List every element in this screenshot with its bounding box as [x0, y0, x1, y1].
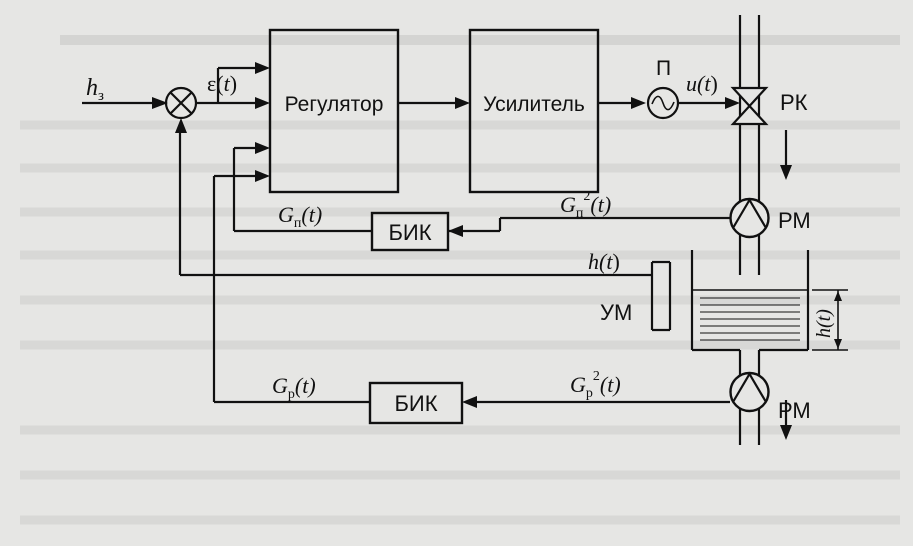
control-valve [730, 86, 769, 126]
amp-actuator-arrowhead [631, 97, 646, 109]
eps-label: ε(t) [207, 71, 237, 96]
rm-top-label: РМ [778, 208, 811, 233]
hz-label: hз [86, 75, 104, 104]
gp-right-label: Gп2(t) [560, 189, 611, 221]
input-arrowhead [152, 97, 168, 109]
flowmeter-bottom [729, 371, 770, 413]
u-label: u(t) [686, 71, 718, 96]
gp-left-label: Gп(t) [278, 202, 322, 231]
level-gauge [650, 260, 672, 332]
ht-label: h(t) [588, 249, 620, 274]
flow-bottom-arrowhead [462, 396, 477, 408]
bik-top-arrowhead [448, 225, 463, 237]
error-arrowhead [255, 97, 270, 109]
level-signal-arrowhead [175, 118, 187, 133]
level-dimension [812, 289, 848, 351]
tank-level-label: h(t) [813, 309, 835, 338]
gr-right-label: Gр2(t) [570, 369, 621, 401]
tank [690, 250, 810, 352]
rk-label: РК [780, 90, 808, 115]
amplifier-block [468, 28, 600, 194]
gp-feedback-arrowhead [255, 142, 270, 154]
flow-arrow-bottom-head [780, 425, 792, 440]
gr-left-label: Gр(t) [272, 373, 316, 402]
regulator-block [268, 28, 400, 194]
gr-feedback-arrowhead [255, 170, 270, 182]
um-label: УМ [600, 300, 632, 325]
control-arrowhead [725, 97, 740, 109]
bik-bottom-label: БИК [394, 391, 437, 416]
bik-top-label: БИК [388, 220, 431, 245]
p-label: П [656, 57, 671, 80]
reg-aux-arrowhead [255, 62, 270, 74]
amplifier-label: Усилитель [483, 93, 585, 116]
flow-arrow-top-head [780, 165, 792, 180]
reg-amp-arrowhead [455, 97, 470, 109]
regulator-label: Регулятор [285, 93, 384, 116]
rm-bottom-label: РМ [778, 398, 811, 423]
flowmeter-top [729, 197, 770, 239]
